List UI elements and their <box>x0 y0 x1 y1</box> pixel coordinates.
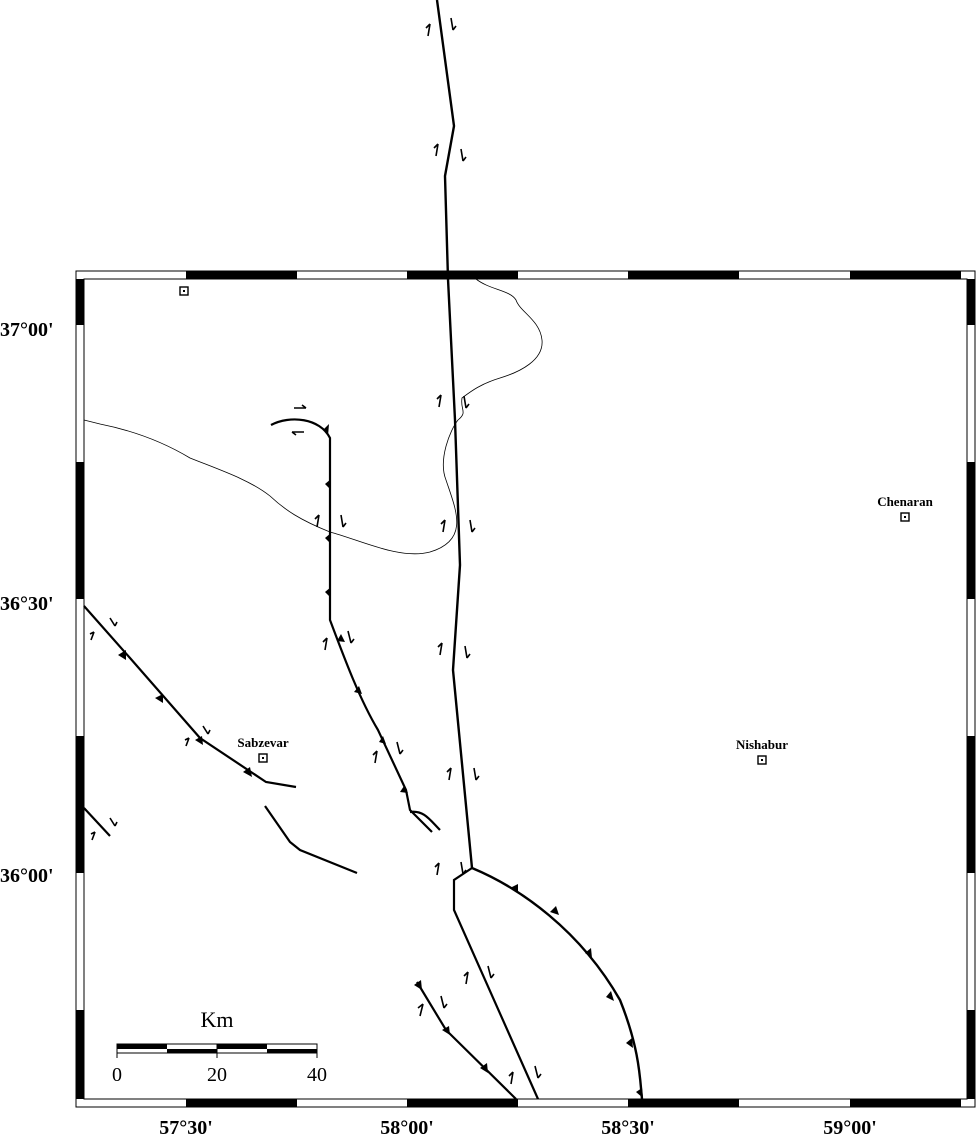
thrust-teeth <box>118 424 643 1098</box>
lon-label-58-30: 58°30' <box>601 1117 655 1139</box>
west-edge-fault <box>83 807 111 837</box>
city-marker-nishabur <box>757 755 767 765</box>
scale-bar-tick-20: 20 <box>207 1064 227 1086</box>
lat-label-37-00: 37°00' <box>0 319 54 341</box>
strike-slip-arrows <box>89 17 542 1085</box>
hook-thrust-fault <box>270 418 433 833</box>
lon-label-59-00: 59°00' <box>823 1117 877 1139</box>
scale-bar-tick-0: 0 <box>112 1064 122 1086</box>
city-label-sabzevar: Sabzevar <box>237 735 289 750</box>
hook-fault-splay <box>409 810 441 831</box>
scale-bar-unit: Km <box>201 1007 234 1032</box>
scale-bar: Km 0 20 40 <box>112 1007 327 1086</box>
scale-bar-tick-40: 40 <box>307 1064 327 1086</box>
city-marker-sabzevar <box>258 753 268 763</box>
south-sabzevar-fault <box>264 805 358 875</box>
sabzevar-thrust-fault <box>83 605 297 789</box>
city-marker-chenaran <box>900 512 910 522</box>
south-thrust-fault <box>416 981 517 1100</box>
map-frame <box>75 270 976 1108</box>
lat-label-36-00: 36°00' <box>0 865 54 887</box>
lon-label-57-30: 57°30' <box>159 1117 213 1139</box>
boundary-line <box>83 278 543 555</box>
city-label-chenaran: Chenaran <box>877 494 933 509</box>
lat-label-36-30: 36°30' <box>0 593 54 615</box>
main-strike-slip-fault <box>435 0 644 1100</box>
lon-label-58-00: 58°00' <box>380 1117 434 1139</box>
city-marker-unlabeled <box>179 286 189 296</box>
city-label-nishabur: Nishabur <box>736 737 788 752</box>
